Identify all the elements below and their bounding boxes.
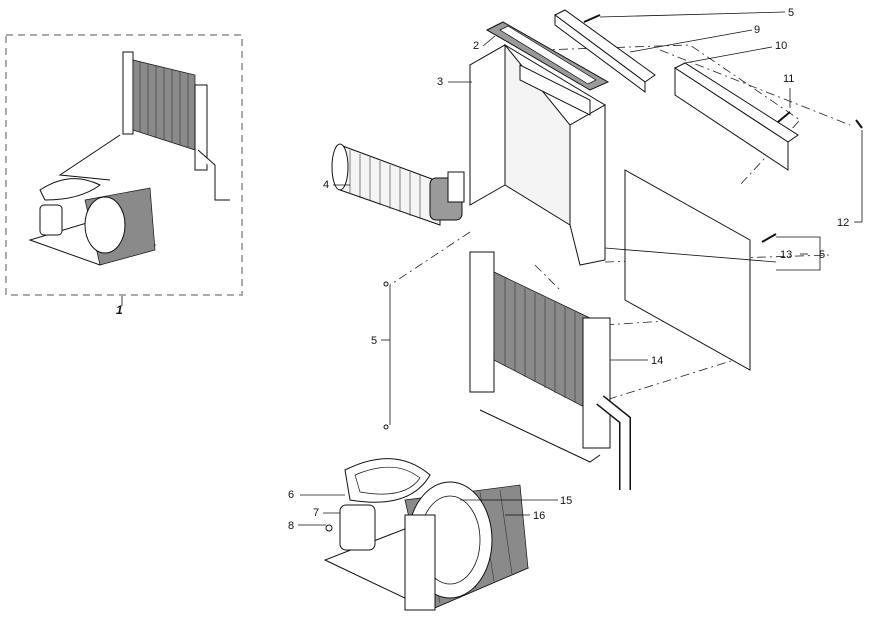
callout-11: 11	[783, 73, 794, 85]
callout-5-left: 5	[371, 335, 377, 347]
callout-12: 12	[837, 217, 849, 229]
assembled-unit-inset	[5, 34, 243, 296]
part-4-blower-fan	[331, 143, 465, 226]
part-9-top-bracket	[554, 9, 656, 93]
inset-coil-left-post	[122, 51, 134, 135]
callout-5-top: 5	[788, 7, 794, 19]
callout-8: 8	[288, 520, 294, 532]
inset-coil-pipe	[197, 149, 230, 201]
callout-16: 16	[533, 510, 545, 522]
callout-15: 15	[560, 495, 572, 507]
callout-14: 14	[651, 355, 663, 367]
callout-7: 7	[313, 507, 319, 519]
inset-fan-guard	[84, 196, 126, 254]
callout-13: 13	[780, 249, 792, 261]
inset-coil-right-post	[194, 84, 208, 171]
callout-6: 6	[288, 489, 294, 501]
part-3-evaporator-frame	[469, 43, 606, 266]
part-12-rear-panel	[624, 169, 751, 371]
inset-discharge-loop	[39, 178, 101, 201]
part-14-condenser-coil	[469, 251, 631, 490]
assembly-centerlines	[389, 44, 851, 406]
inset-compressor	[39, 204, 63, 236]
part-10-side-bracket	[673, 62, 799, 171]
callout-1: 1	[116, 303, 123, 317]
inset-frame	[5, 34, 243, 296]
screws	[325, 14, 863, 532]
callout-10: 10	[775, 40, 787, 52]
callout-9: 9	[754, 24, 760, 36]
part-2-gasket	[485, 21, 610, 91]
callout-4: 4	[323, 179, 329, 191]
callout-5-right: 5	[819, 249, 825, 261]
leader-lines	[121, 11, 863, 526]
callout-labels: 2 3 4 5 5 5 6 7 8 9 10 11 12 13 14 15 16	[288, 7, 849, 532]
inset-base-rail	[58, 134, 121, 181]
callout-2: 2	[473, 40, 479, 52]
inset-coil-fins	[132, 59, 196, 151]
condensing-unit-base	[323, 458, 530, 611]
callout-3: 3	[437, 76, 443, 88]
